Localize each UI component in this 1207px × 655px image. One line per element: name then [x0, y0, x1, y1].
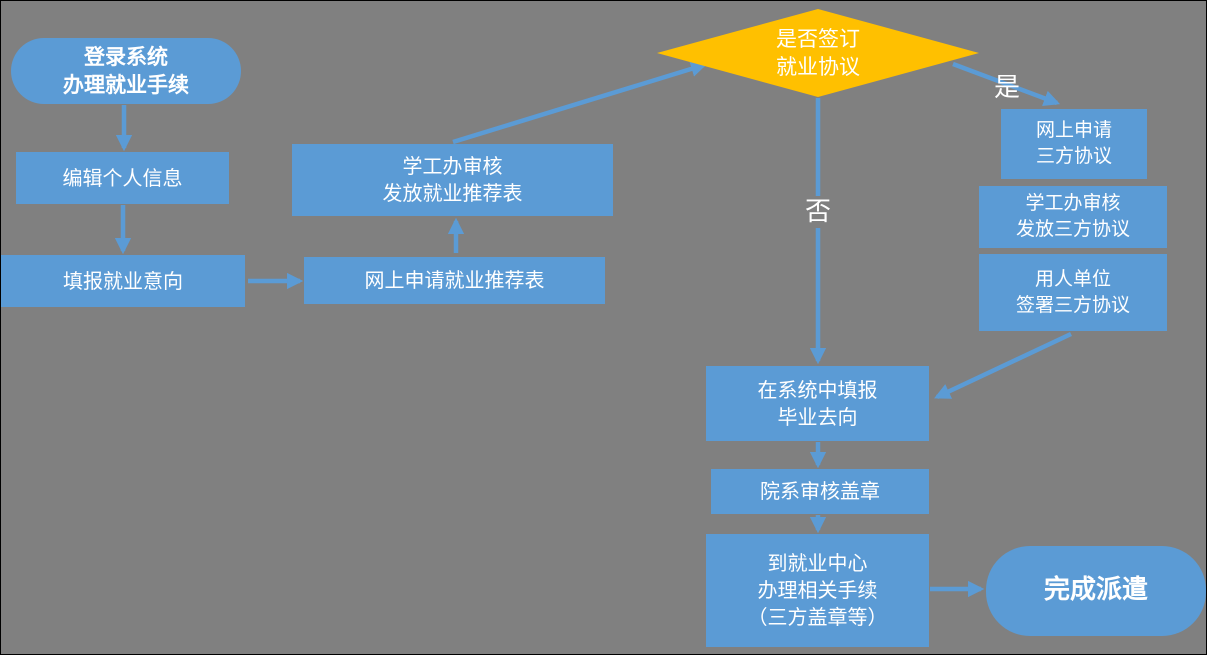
node-fill-employment-intention: 填报就业意向: [1, 255, 245, 307]
node-employer-sign-tripartite-agreement: 用人单位 签署三方协议: [979, 254, 1167, 331]
edge-label-no: 否: [803, 196, 834, 228]
arrow-review-to-decision: [452, 61, 708, 145]
edge-label-yes: 是: [994, 73, 1021, 103]
arrow-employer-sign-to-destination: [934, 331, 1072, 400]
node-apply-recommendation-form: 网上申请就业推荐表: [304, 257, 605, 304]
node-edit-personal-info: 编辑个人信息: [16, 152, 229, 204]
node-employment-center-procedures: 到就业中心 办理相关手续 （三方盖章等）: [706, 534, 929, 647]
node-department-review-stamp: 院系审核盖章: [711, 469, 929, 514]
node-complete-dispatch: 完成派遣: [986, 546, 1206, 636]
node-review-issue-tripartite-agreement: 学工办审核 发放三方协议: [979, 186, 1167, 248]
node-apply-tripartite-agreement: 网上申请 三方协议: [1001, 109, 1147, 179]
node-review-issue-recommendation-form: 学工办审核 发放就业推荐表: [292, 144, 613, 216]
node-login-system: 登录系统 办理就业手续: [11, 38, 241, 104]
arrow-decision-yes-to-apply-tripartite: [952, 61, 1061, 107]
node-fill-graduation-destination: 在系统中填报 毕业去向: [706, 366, 929, 441]
